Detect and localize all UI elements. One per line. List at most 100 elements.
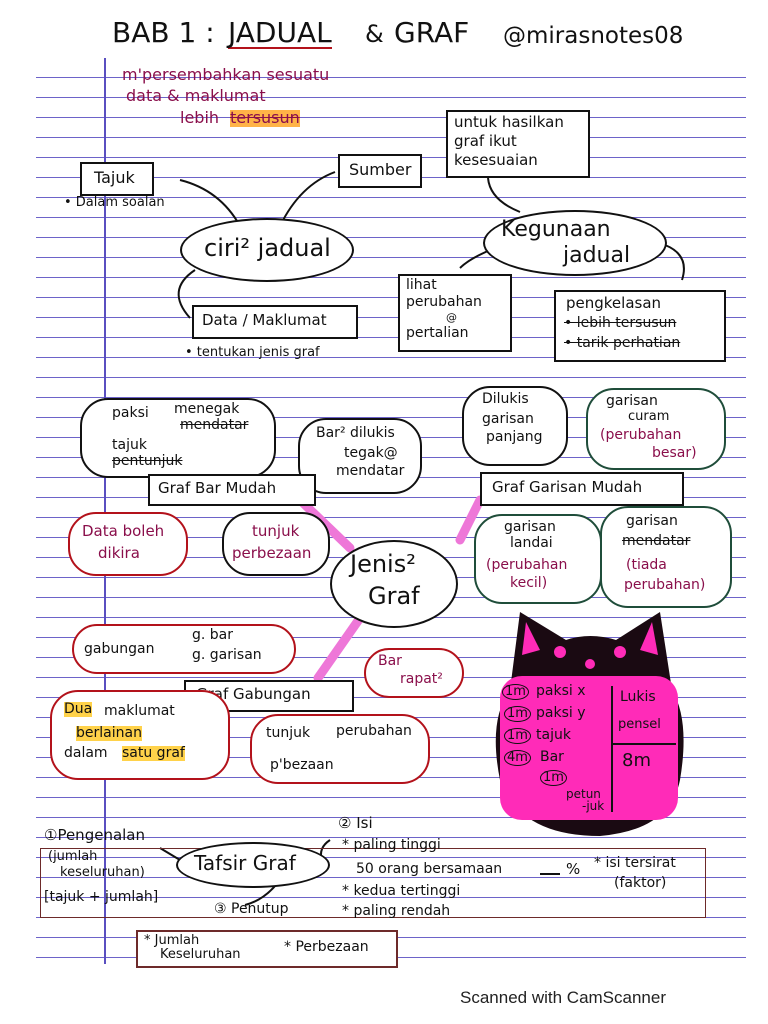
tafsir-step-1-detail-2: keseluruhan): [60, 865, 145, 880]
cat-mark-4: 4m: [504, 750, 531, 766]
gabungan-garisan: g. garisan: [192, 647, 262, 663]
garisan-curam-line-1: garisan: [606, 393, 658, 409]
gabungan-tunjuk: tunjuk: [266, 725, 311, 741]
data-note: • tentukan jenis graf: [185, 345, 320, 360]
gabungan-word: gabungan: [84, 641, 155, 657]
kegunaan-top-box: untuk hasilkan graf ikut kesesuaian: [446, 110, 590, 178]
tafsir-step-1-detail-1: (jumlah: [48, 849, 98, 864]
graf-bar-mudah-box: Graf Bar Mudah: [148, 474, 316, 506]
tafsir-right-2: (faktor): [614, 875, 667, 891]
gabungan-info-cloud: gabungan g. bar g. garisan: [72, 624, 296, 674]
kegunaan-label-2: jadual: [563, 243, 631, 268]
tafsir-bottom-perbezaan: * Perbezaan: [284, 939, 369, 955]
gabungan-bar: g. bar: [192, 627, 234, 643]
garisan-landai-cloud: garisan landai (perubahan kecil): [474, 514, 602, 604]
bar-data-line-1: Data boleh: [82, 522, 165, 540]
tafsir-step-1: ①Pengenalan: [44, 826, 146, 844]
tajuk-box: Tajuk: [80, 162, 154, 196]
garisan-curam-line-3: (perubahan: [600, 427, 682, 443]
bar-tunjuk-line-1: tunjuk: [252, 522, 300, 540]
intro-line-3: lebih: [180, 108, 220, 127]
kegunaan-left-line-4: pertalian: [406, 325, 469, 341]
gabungan-dua-cloud: Dua maklumat berlainan dalam satu graf: [50, 690, 230, 780]
garisan-dilukis-line-3: panjang: [486, 429, 543, 445]
bar-data-cloud: Data boleh dikira: [68, 512, 188, 576]
data-label: Data / Maklumat: [202, 311, 327, 329]
sumber-box: Sumber: [338, 154, 422, 188]
cat-bar: Bar: [540, 749, 564, 765]
cat-pensel: pensel: [618, 717, 661, 732]
cat-paksi-y: paksi y: [536, 705, 586, 721]
cat-left-eye: [554, 646, 566, 658]
gabungan-bar-cloud: Bar rapat²: [364, 648, 464, 698]
kegunaan-label-1: Kegunaan: [501, 217, 611, 242]
garisan-dilukis-cloud: Dilukis garisan panjang: [462, 386, 568, 466]
tafsir-bottom-jumlah: * Jumlah: [144, 933, 200, 948]
cat-mark-5: 1m: [540, 770, 567, 786]
tafsir-item-2: 50 orang bersamaan: [356, 861, 503, 877]
bar-tajuk: tajuk: [112, 437, 147, 453]
kegunaan-top-line-2: graf ikut: [454, 132, 517, 150]
kegunaan-left-line-1: lihat: [406, 277, 437, 293]
margin-line: [104, 58, 106, 964]
cat-right-eye: [614, 646, 626, 658]
cat-mark-3: 1m: [504, 728, 531, 744]
title-jadual: JADUAL: [228, 16, 332, 50]
kegunaan-left-line-2: perubahan: [406, 294, 482, 310]
ciri-jadual-oval: ciri² jadual: [180, 218, 354, 282]
kegunaan-oval: Kegunaan jadual: [483, 210, 667, 276]
garisan-mendatar-line-1: garisan: [626, 513, 678, 529]
tafsir-bottom-keseluruhan: Keseluruhan: [160, 947, 241, 962]
tajuk-note: • Dalam soalan: [64, 195, 165, 210]
intro-highlight: tersusun: [230, 108, 300, 127]
garisan-curam-line-4: besar): [652, 445, 697, 461]
jenis-graf-label-2: Graf: [368, 582, 420, 610]
gabungan-satu-graf: satu graf: [122, 745, 185, 761]
graf-garisan-mudah-box: Graf Garisan Mudah: [480, 472, 684, 506]
tafsir-item-4: * paling rendah: [342, 903, 451, 919]
bar-data-line-2: dikira: [98, 544, 140, 562]
tafsir-step-3: ③ Penutup: [214, 901, 289, 917]
cat-juk: -juk: [582, 799, 605, 813]
bar-mendatar: mendatar: [180, 417, 249, 433]
gabungan-tunjuk-cloud: tunjuk perubahan p'bezaan: [250, 714, 430, 784]
gabungan-dua-word: Dua: [64, 701, 93, 717]
kegunaan-right-box: pengkelasan • lebih tersusun • tarik per…: [554, 290, 726, 362]
tafsir-graf-oval: Tafsir Graf: [176, 842, 330, 888]
intro-line-2: data & maklumat: [126, 86, 266, 105]
garisan-mendatar-line-2: mendatar: [622, 533, 691, 549]
tafsir-item-3: * kedua tertinggi: [342, 883, 461, 899]
cat-lukis: Lukis: [620, 689, 656, 705]
sumber-label: Sumber: [349, 160, 412, 179]
cat-petun: petun: [566, 787, 601, 801]
cat-right-ear: [640, 622, 658, 655]
tafsir-step-2: ② Isi: [338, 814, 373, 832]
title-prefix: BAB 1 :: [112, 16, 215, 49]
garisan-landai-line-2: landai: [510, 535, 553, 551]
bar-dilukis-cloud: Bar² dilukis tegak@ mendatar: [298, 418, 422, 494]
gabungan-bar-line-2: rapat²: [400, 671, 443, 687]
tafsir-percent: %: [566, 860, 581, 878]
graf-garisan-mudah-label: Graf Garisan Mudah: [492, 478, 643, 496]
bar-pentunjuk: pentunjuk: [112, 453, 183, 469]
cat-total: 8m: [622, 750, 651, 771]
garisan-landai-line-3: (perubahan: [486, 557, 568, 573]
gabungan-pbezaan: p'bezaan: [270, 757, 334, 773]
garisan-landai-line-1: garisan: [504, 519, 556, 535]
gabungan-bar-line-1: Bar: [378, 653, 402, 669]
garisan-curam-cloud: garisan curam (perubahan besar): [586, 388, 726, 470]
bar-tunjuk-line-2: perbezaan: [232, 544, 312, 562]
cat-mark-2: 1m: [504, 706, 531, 722]
graf-gabungan-label: Graf Gabungan: [196, 685, 311, 703]
cat-tajuk: tajuk: [536, 727, 571, 743]
cat-paksi-x: paksi x: [536, 683, 586, 699]
tafsir-item-1: * paling tinggi: [342, 837, 441, 853]
kegunaan-left-box: lihat perubahan @ pertalian: [398, 274, 512, 352]
garisan-curam-line-2: curam: [628, 409, 670, 424]
kegunaan-top-line-1: untuk hasilkan: [454, 113, 564, 131]
graf-bar-mudah-label: Graf Bar Mudah: [158, 479, 277, 497]
ciri-jadual-label: ciri² jadual: [204, 234, 331, 262]
tafsir-graf-label: Tafsir Graf: [194, 851, 296, 875]
bar-dilukis-line-3: mendatar: [336, 463, 405, 479]
